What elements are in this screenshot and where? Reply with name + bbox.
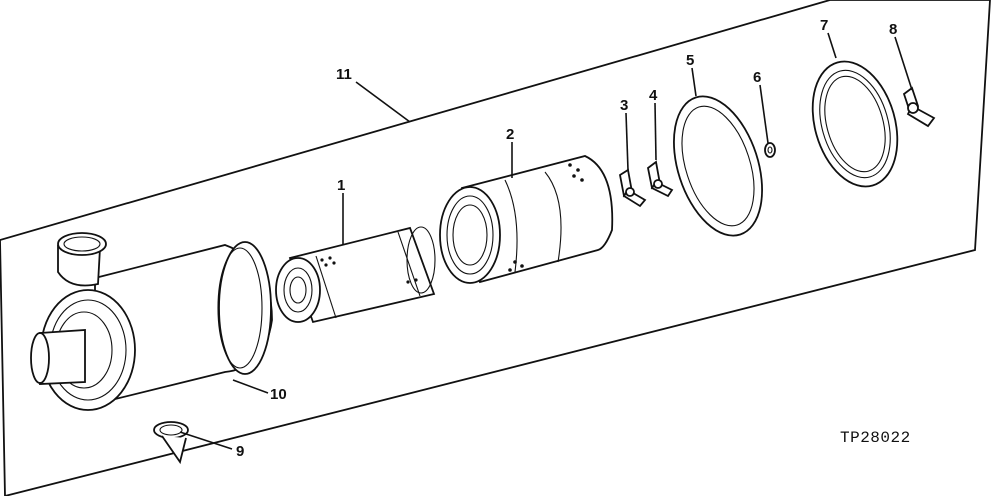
wing-nut-3 xyxy=(619,168,647,208)
dust-unloader-valve xyxy=(153,421,189,465)
callout-7: 7 xyxy=(820,17,828,34)
gasket-ring-5 xyxy=(673,95,763,237)
callout-5: 5 xyxy=(686,52,694,69)
callout-8: 8 xyxy=(889,21,897,38)
primary-filter-element xyxy=(439,155,614,284)
callout-3: 3 xyxy=(620,97,628,114)
callout-4: 4 xyxy=(649,87,658,104)
drawing-code-label: TP28022 xyxy=(840,429,911,447)
inner-filter-element xyxy=(275,226,436,324)
leader-lines xyxy=(179,32,913,450)
air-cleaner-housing xyxy=(30,232,273,411)
wing-nut-4 xyxy=(647,160,674,198)
callout-1: 1 xyxy=(337,177,345,194)
washer-6 xyxy=(764,142,776,158)
callout-10: 10 xyxy=(270,386,287,403)
callout-6: 6 xyxy=(753,69,761,86)
seal-ring-7 xyxy=(811,60,899,188)
callout-11: 11 xyxy=(336,66,352,83)
callout-9: 9 xyxy=(236,443,244,460)
wing-nut-8 xyxy=(902,86,936,128)
callout-2: 2 xyxy=(506,126,514,143)
